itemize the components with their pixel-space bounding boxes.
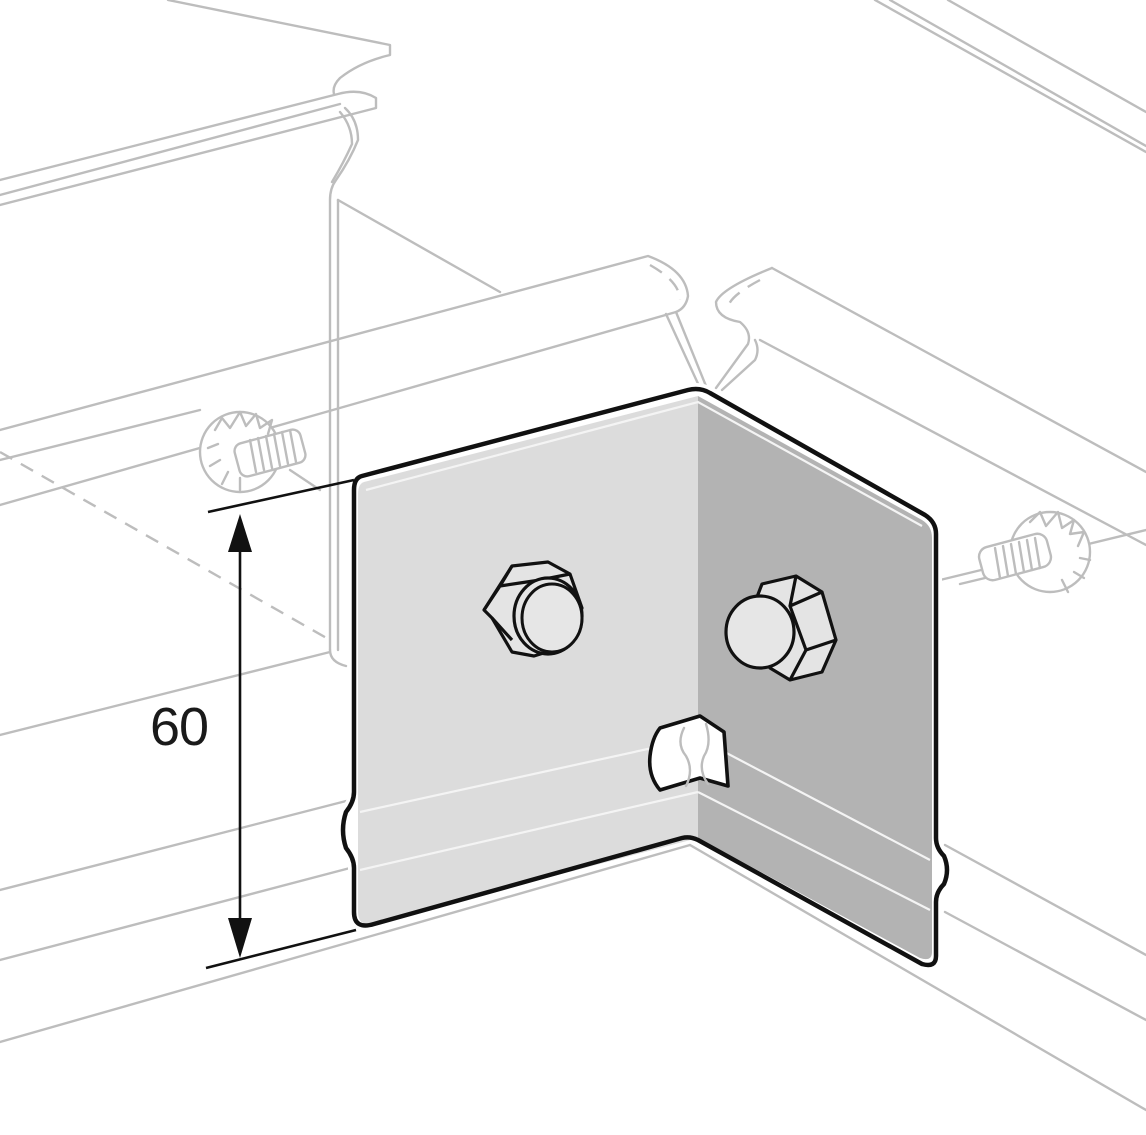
corner-bracket bbox=[337, 383, 953, 971]
height-dimension bbox=[205, 478, 357, 970]
right-flange-screw-icon bbox=[958, 510, 1092, 594]
left-cap-nut-icon bbox=[482, 560, 584, 658]
bracket-slot bbox=[647, 714, 730, 792]
dimension-label: 60 bbox=[150, 697, 209, 757]
left-flange-screw-icon bbox=[198, 410, 322, 494]
right-cap-nut-icon bbox=[724, 574, 838, 682]
arrow-down-icon bbox=[228, 918, 252, 958]
arrow-up-icon bbox=[228, 514, 252, 552]
cable-tray-background bbox=[0, 0, 1146, 1112]
